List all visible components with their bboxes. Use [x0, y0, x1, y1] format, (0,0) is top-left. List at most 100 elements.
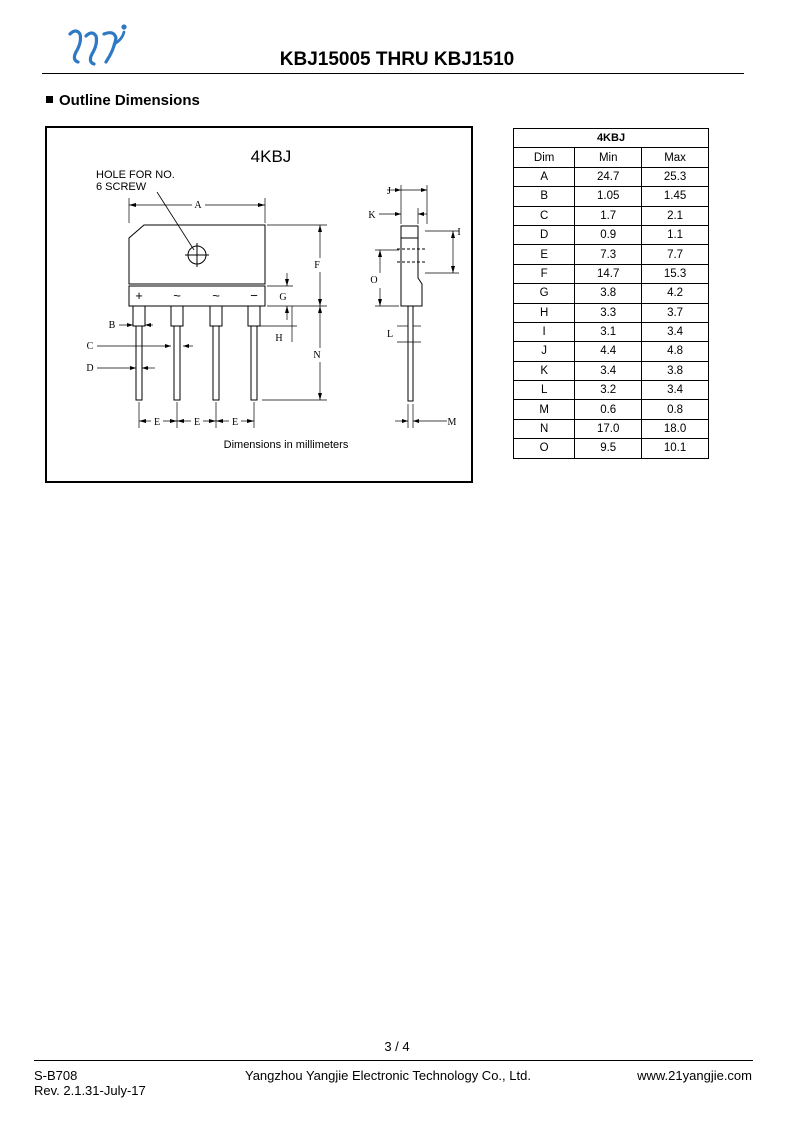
dim-label-k: K: [368, 210, 376, 221]
dim-cell: C: [512, 205, 576, 226]
max-cell: 10.1: [641, 438, 709, 459]
document-code: S-B708: [34, 1068, 78, 1083]
dim-label-o: O: [370, 275, 377, 286]
min-cell: 1.05: [574, 186, 643, 207]
page-number: 3 / 4: [384, 1039, 410, 1054]
min-cell: 17.0: [574, 418, 643, 440]
dim-cell: J: [512, 341, 576, 362]
min-cell: 24.7: [574, 166, 643, 188]
dim-cell: O: [512, 438, 576, 459]
dim-cell: A: [512, 166, 576, 188]
min-cell: 3.1: [574, 321, 643, 343]
dim-cell: M: [512, 399, 576, 420]
dimension-arrowheads: [127, 203, 322, 423]
figure-caption: Dimensions in millimeters: [224, 439, 349, 451]
max-cell: 3.4: [641, 380, 709, 401]
hole-note-line1: HOLE FOR NO.: [96, 169, 175, 181]
revision-label: Rev. 2.1.31-July-17: [34, 1083, 146, 1098]
website-link[interactable]: www.21yangjie.com: [637, 1068, 752, 1083]
dim-cell: I: [512, 321, 576, 343]
max-cell: 4.2: [641, 283, 709, 304]
package-front-view: [128, 224, 266, 401]
dim-label-e2: E: [194, 417, 200, 428]
dim-cell: G: [512, 283, 576, 304]
package-name: 4KBJ: [251, 147, 292, 166]
column-header-min: Min: [574, 147, 643, 168]
yangjie-logo-icon: [68, 24, 127, 66]
dim-cell: F: [512, 263, 576, 285]
max-cell: 0.8: [641, 399, 709, 420]
dim-label-c: C: [87, 341, 94, 352]
max-cell: 18.0: [641, 418, 709, 440]
dim-cell: K: [512, 360, 576, 382]
min-cell: 4.4: [574, 341, 643, 362]
hole-note-line2: 6 SCREW: [96, 181, 147, 193]
pin-mark-ac2: ~: [212, 288, 220, 303]
side-arrowheads: [378, 188, 455, 423]
max-cell: 7.7: [641, 244, 709, 265]
pin-mark-plus: +: [135, 288, 143, 303]
dim-cell: N: [512, 418, 576, 440]
dim-label-g: G: [279, 292, 286, 303]
dim-label-e1: E: [154, 417, 160, 428]
package-side-view: [397, 225, 425, 402]
company-name: Yangzhou Yangjie Electronic Technology C…: [245, 1068, 531, 1083]
footer-divider: [34, 1060, 753, 1061]
dim-cell: E: [512, 244, 576, 265]
square-bullet-icon: [46, 96, 53, 103]
header-divider: [42, 73, 744, 74]
dim-label-h: H: [275, 333, 282, 344]
min-cell: 3.4: [574, 360, 643, 382]
package-outline-svg: 4KBJ HOLE FOR NO. 6 SCREW + ~ ~ −: [86, 147, 460, 451]
dim-label-b: B: [109, 320, 116, 331]
min-cell: 3.2: [574, 380, 643, 401]
section-heading: Outline Dimensions: [46, 92, 200, 109]
dim-cell: B: [512, 186, 576, 207]
max-cell: 2.1: [641, 205, 709, 226]
dim-cell: D: [512, 224, 576, 246]
column-header-dim: Dim: [512, 147, 576, 168]
dim-label-e3: E: [232, 417, 238, 428]
dim-label-i: I: [457, 227, 460, 238]
dim-label-f: F: [314, 260, 320, 271]
dim-label-d: D: [86, 363, 93, 374]
pin-mark-minus: −: [250, 288, 258, 303]
max-cell: 15.3: [641, 263, 709, 285]
min-cell: 7.3: [574, 244, 643, 265]
dim-cell: H: [512, 302, 576, 323]
min-cell: 3.3: [574, 302, 643, 323]
section-title: Outline Dimensions: [59, 92, 200, 109]
min-cell: 1.7: [574, 205, 643, 226]
column-header-max: Max: [641, 147, 709, 168]
front-dimension-lines: [97, 198, 327, 428]
dim-label-l: L: [387, 329, 393, 340]
dim-label-n: N: [313, 350, 320, 361]
outline-drawing: 4KBJ HOLE FOR NO. 6 SCREW + ~ ~ −: [45, 126, 473, 483]
min-cell: 9.5: [574, 438, 643, 459]
dim-label-a: A: [194, 200, 202, 211]
min-cell: 14.7: [574, 263, 643, 285]
dim-label-m: M: [448, 417, 457, 428]
min-cell: 3.8: [574, 283, 643, 304]
max-cell: 4.8: [641, 341, 709, 362]
dim-cell: L: [512, 380, 576, 401]
max-cell: 3.8: [641, 360, 709, 382]
pin-mark-ac1: ~: [173, 288, 181, 303]
hole-leader-line: [156, 191, 195, 251]
max-cell: 3.4: [641, 321, 709, 343]
